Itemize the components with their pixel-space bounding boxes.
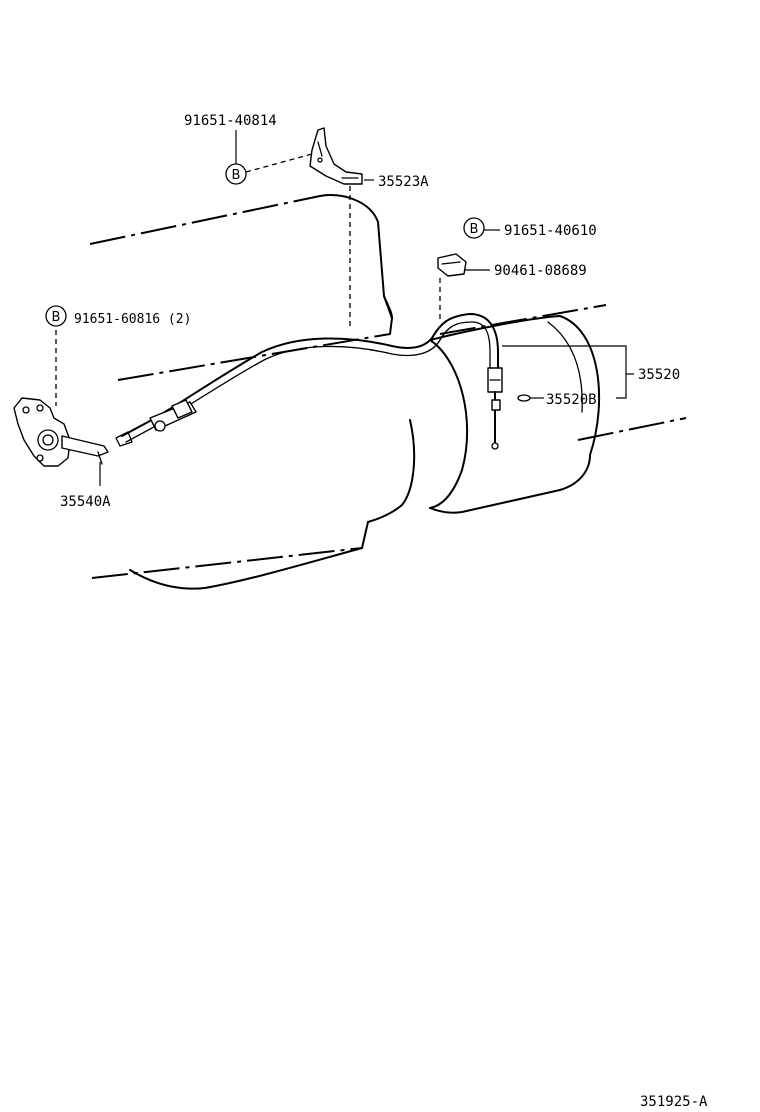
label-cable-clip: 35520B	[546, 392, 597, 408]
label-lever-assembly: 35540A	[60, 494, 111, 510]
label-cable-assembly: 35520	[638, 367, 680, 383]
bolt-marker-left: B	[45, 305, 67, 327]
label-bolt-upper: 91651-40814	[184, 113, 277, 129]
label-bolt-left: 91651-60816 (2)	[74, 312, 191, 327]
bolt-marker-upper-text: B	[232, 168, 241, 183]
label-clamp-right: 90461-08689	[494, 263, 587, 279]
transmission-outline	[89, 194, 687, 590]
cable	[115, 313, 503, 450]
mount-lines	[55, 153, 441, 406]
figure-code: 351925-A	[640, 1094, 708, 1110]
bolt-marker-upper: B	[225, 163, 247, 185]
leaders	[99, 130, 634, 486]
label-bolt-right: 91651-40610	[504, 223, 597, 239]
bolt-marker-right: B	[463, 217, 485, 239]
bolt-marker-right-text: B	[470, 222, 479, 237]
clamp-90461-08689	[437, 253, 467, 277]
label-bracket-upper: 35523A	[378, 174, 429, 190]
lever-assembly-35540a	[13, 397, 109, 467]
bolt-marker-left-text: B	[52, 310, 61, 325]
bracket-35523a	[309, 127, 363, 185]
